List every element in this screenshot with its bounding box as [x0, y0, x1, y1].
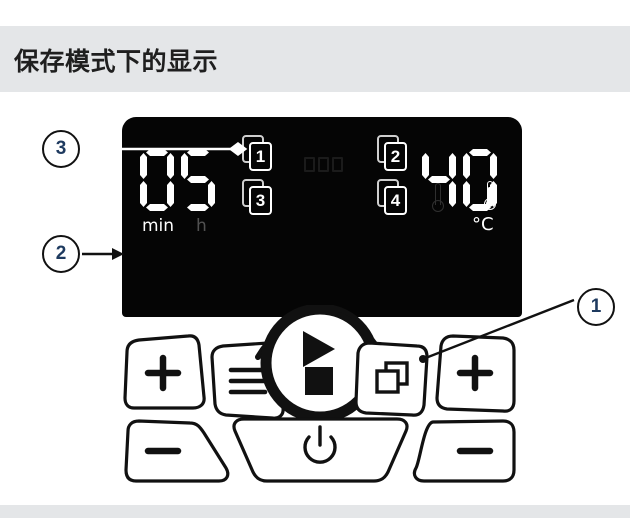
memory-slot-1-label: 1 [249, 142, 272, 171]
time-readout [140, 149, 215, 211]
callout-2[interactable]: 2 [42, 235, 80, 273]
time-plus-button[interactable] [435, 334, 516, 413]
power-button[interactable] [232, 417, 409, 483]
unit-label-min: min [142, 216, 175, 236]
thermo-stem [435, 183, 441, 205]
play-stop-icon [303, 331, 335, 395]
thermo-bulb-fill [486, 200, 494, 208]
plus-icon [144, 354, 182, 392]
stacked-squares-icon [375, 361, 409, 394]
time-minus-button[interactable] [412, 419, 516, 483]
thermo-bulb [432, 200, 444, 212]
center-dim-seg [332, 157, 343, 172]
center-dim-seg [304, 157, 315, 172]
temp-digit-2 [463, 149, 497, 211]
plus-icon [456, 354, 494, 392]
temperature-readout [422, 149, 497, 211]
time-digit-1 [140, 149, 174, 211]
footer-band [0, 505, 630, 518]
memory-slot-4-icon: 4 [377, 179, 407, 215]
unit-label-celsius: °C [472, 214, 494, 235]
temp-minus-button[interactable] [124, 419, 230, 483]
lcd-display-panel: 1 2 3 4 [122, 117, 522, 317]
memory-slot-3-label: 3 [249, 186, 272, 215]
device-figure: 1 2 3 4 [0, 100, 630, 500]
callout-1[interactable]: 1 [577, 288, 615, 326]
memory-slot-3-icon: 3 [242, 179, 272, 215]
callout-3[interactable]: 3 [42, 130, 80, 168]
temp-plus-button[interactable] [123, 334, 206, 410]
time-digit-2 [181, 149, 215, 211]
thermometer-dim-icon [432, 183, 444, 217]
power-icon [303, 425, 337, 464]
temp-digit-1 [422, 149, 456, 211]
memory-slot-1-icon: 1 [242, 135, 272, 171]
thermo-mercury [488, 187, 492, 203]
center-dim-readout [304, 157, 343, 172]
page-title: 保存模式下的显示 [14, 48, 219, 76]
header-band [0, 26, 630, 92]
memory-slot-2-label: 2 [384, 142, 407, 171]
menu-lines-icon [228, 367, 268, 395]
memory-slot-4-label: 4 [384, 186, 407, 215]
center-dim-seg [318, 157, 329, 172]
memory-slot-2-icon: 2 [377, 135, 407, 171]
unit-label-hour: h [196, 216, 207, 236]
keypad [100, 305, 540, 500]
memory-button[interactable] [354, 341, 429, 417]
